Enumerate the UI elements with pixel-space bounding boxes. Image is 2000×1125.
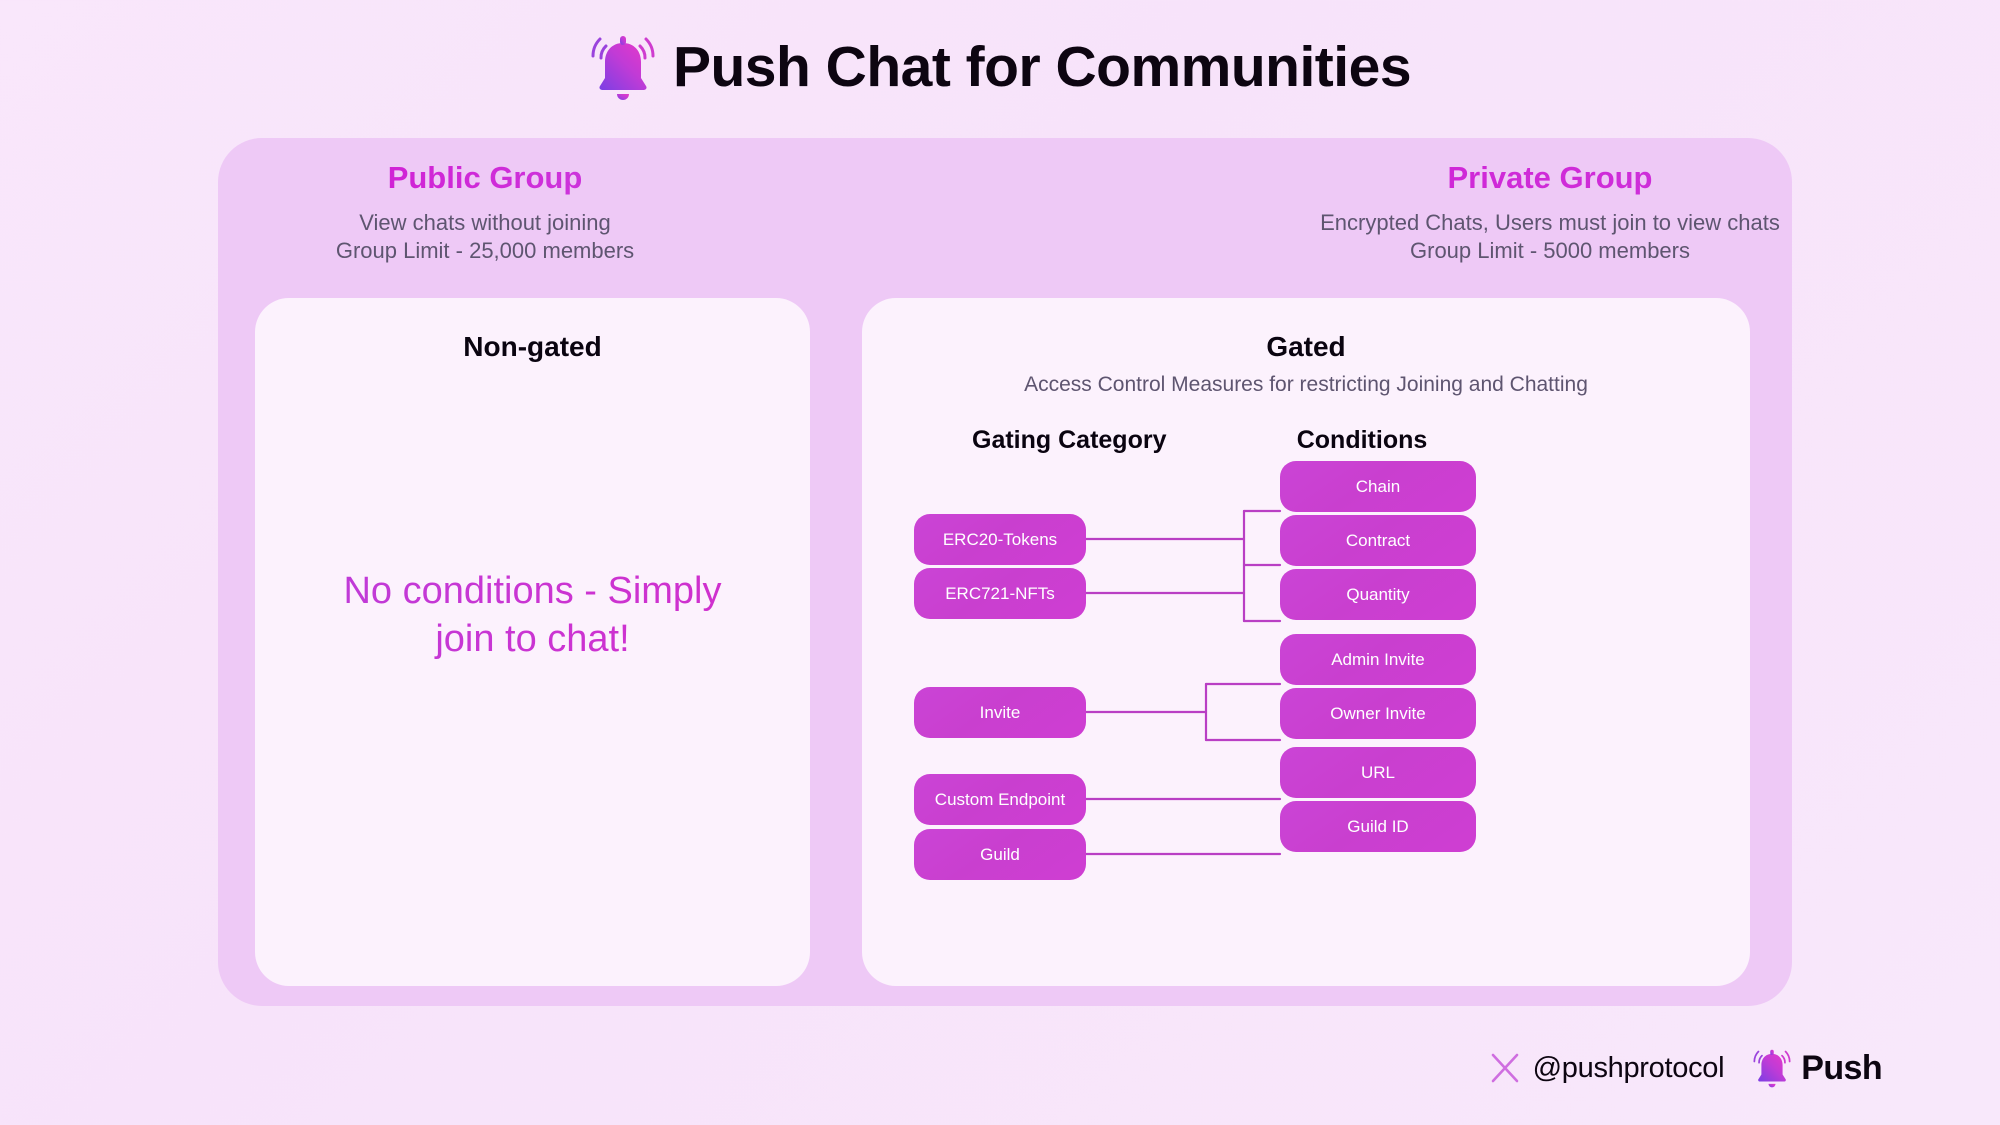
category-pill-erc20[interactable]: ERC20-Tokens — [914, 514, 1086, 565]
private-group-header: Private Group Encrypted Chats, Users mus… — [800, 160, 2000, 265]
public-group-sub-2: Group Limit - 25,000 members — [335, 238, 635, 264]
gating-diagram: Gating Category Conditions ERC20-Tokens … — [862, 298, 1750, 986]
page-header: Push Chat for Communities — [0, 30, 2000, 104]
public-group-title: Public Group — [250, 160, 720, 196]
bell-icon — [589, 30, 657, 104]
footer: @pushprotocol Push — [1491, 1046, 1883, 1090]
connector-lines — [1084, 509, 1282, 856]
private-group-sub-2: Group Limit - 5000 members — [1410, 238, 1690, 264]
condition-pill-quantity[interactable]: Quantity — [1280, 569, 1476, 620]
condition-pill-chain[interactable]: Chain — [1280, 461, 1476, 512]
non-gated-message: No conditions - Simply join to chat! — [325, 568, 740, 663]
non-gated-card: Non-gated No conditions - Simply join to… — [255, 298, 810, 986]
category-pill-guild[interactable]: Guild — [914, 829, 1086, 880]
private-group-title: Private Group — [800, 160, 2000, 196]
bell-icon — [1752, 1046, 1792, 1090]
gated-subtitle: Access Control Measures for restricting … — [1024, 373, 1588, 396]
public-group-sub-1: View chats without joining — [359, 210, 611, 235]
push-brand-text: Push — [1801, 1048, 1882, 1087]
non-gated-title: Non-gated — [463, 331, 602, 362]
gated-title: Gated — [1266, 331, 1346, 362]
private-group-sub-1: Encrypted Chats, Users must join to view… — [1320, 210, 1780, 235]
category-pill-invite[interactable]: Invite — [914, 687, 1086, 738]
gating-category-header: Gating Category — [972, 426, 1167, 454]
category-pill-custom-endpoint[interactable]: Custom Endpoint — [914, 774, 1086, 825]
condition-pill-admin-invite[interactable]: Admin Invite — [1280, 634, 1476, 685]
category-pill-erc721[interactable]: ERC721-NFTs — [914, 568, 1086, 619]
condition-pill-url[interactable]: URL — [1280, 747, 1476, 798]
x-handle-group[interactable]: @pushprotocol — [1491, 1052, 1725, 1085]
conditions-header: Conditions — [1296, 426, 1428, 454]
x-logo-icon — [1491, 1053, 1521, 1083]
x-handle-text: @pushprotocol — [1532, 1051, 1725, 1084]
condition-pill-contract[interactable]: Contract — [1280, 515, 1476, 566]
condition-pill-owner-invite[interactable]: Owner Invite — [1280, 688, 1476, 739]
public-group-header: Public Group View chats without joining … — [250, 160, 720, 265]
condition-pill-guild-id[interactable]: Guild ID — [1280, 801, 1476, 852]
push-brand-group: Push — [1752, 1046, 1883, 1090]
page-title: Push Chat for Communities — [672, 35, 1412, 99]
